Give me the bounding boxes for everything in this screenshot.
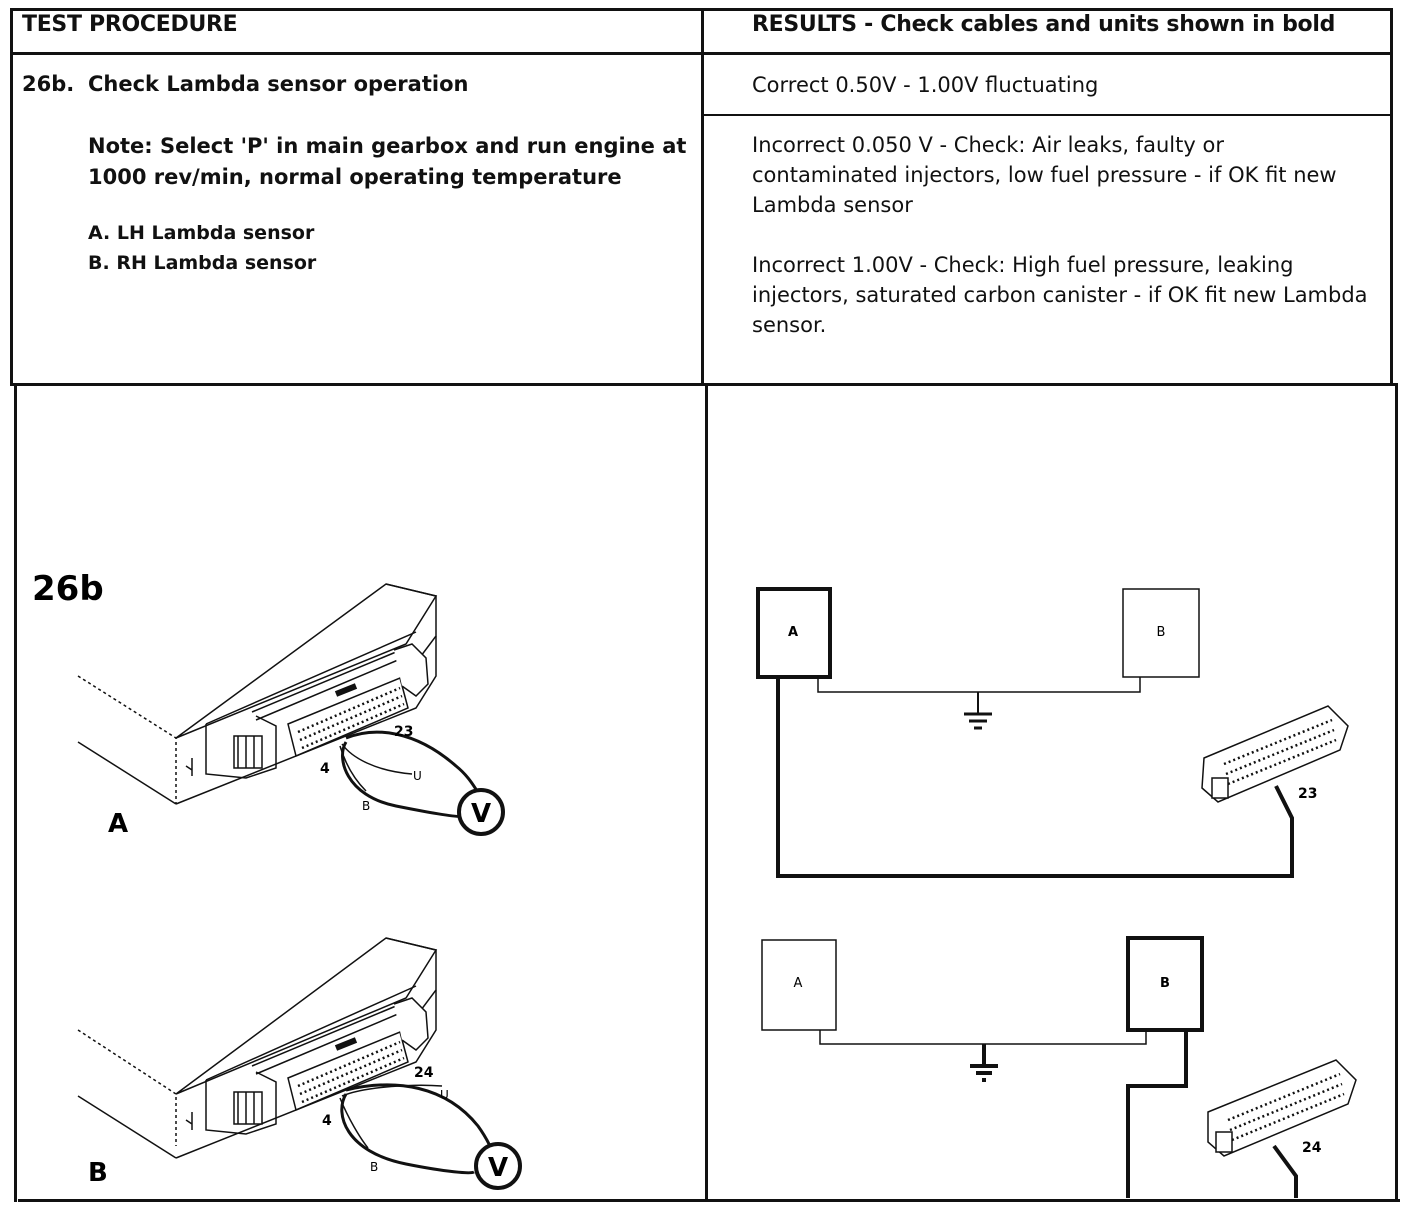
voltmeter-b — [474, 1142, 522, 1190]
result-incorrect-high: Incorrect 1.00V - Check: High fuel press… — [752, 253, 1368, 337]
ecu-unit-b — [77, 937, 438, 1159]
figure-id: 26b — [32, 569, 104, 609]
sensor-a-label: A. LH Lambda sensor — [88, 222, 315, 244]
column-divider — [701, 8, 704, 386]
pin-4-label-a: 4 — [320, 761, 330, 777]
wire-u-label-a: U — [413, 769, 422, 783]
results-row-divider — [703, 114, 1393, 116]
circuit-bottom — [761, 936, 1357, 1198]
pin-24-label: 24 — [414, 1065, 434, 1081]
panel-b-label: B — [88, 1158, 108, 1188]
table-left-border-lower — [14, 383, 17, 1202]
table-right-border-lower — [1395, 383, 1398, 1202]
column-divider-lower — [705, 383, 708, 1202]
wire-b-label-b: B — [370, 1160, 378, 1174]
circuit-diagrams: A B 23 A B 24 — [756, 587, 1357, 1198]
voltmeter-b-label: V — [488, 1153, 508, 1183]
circuit-top-box-b: B — [1157, 625, 1166, 640]
table-bottom-border — [18, 1199, 1400, 1202]
probe-wires-b — [339, 1083, 496, 1175]
result-correct: Correct 0.50V - 1.00V fluctuating — [752, 73, 1099, 97]
circuit-bottom-box-b: B — [1160, 976, 1170, 991]
wire-b-label-a: B — [362, 799, 370, 813]
circuit-bottom-pin: 24 — [1302, 1140, 1322, 1156]
sensor-b-label: B. RH Lambda sensor — [88, 252, 317, 274]
voltmeter-a-label: V — [471, 799, 491, 829]
circuit-top — [756, 587, 1349, 878]
panel-a-label: A — [108, 809, 128, 839]
ecu-connector-illustration: 26b V 23 4 U B A — [32, 569, 522, 1190]
circuit-top-box-a: A — [788, 625, 798, 640]
results-header: RESULTS - Check cables and units shown i… — [752, 12, 1336, 37]
pin-23-label: 23 — [394, 724, 413, 740]
table-left-border — [10, 8, 13, 386]
pin-4-label-b: 4 — [322, 1113, 332, 1129]
wire-u-label-b: U — [440, 1088, 449, 1102]
circuit-top-pin: 23 — [1298, 786, 1317, 802]
probe-wires-a — [339, 730, 483, 818]
voltmeter-a — [457, 788, 505, 836]
procedure-note: Note: Select 'P' in main gearbox and run… — [88, 134, 687, 189]
step-title: Check Lambda sensor operation — [88, 72, 469, 96]
circuit-bottom-box-a: A — [794, 976, 803, 991]
step-number: 26b. — [22, 72, 75, 96]
test-procedure-header: TEST PROCEDURE — [22, 12, 238, 37]
table-right-border — [1390, 8, 1393, 386]
result-incorrect-low: Incorrect 0.050 V - Check: Air leaks, fa… — [752, 133, 1337, 217]
ecu-unit-a — [77, 583, 438, 805]
